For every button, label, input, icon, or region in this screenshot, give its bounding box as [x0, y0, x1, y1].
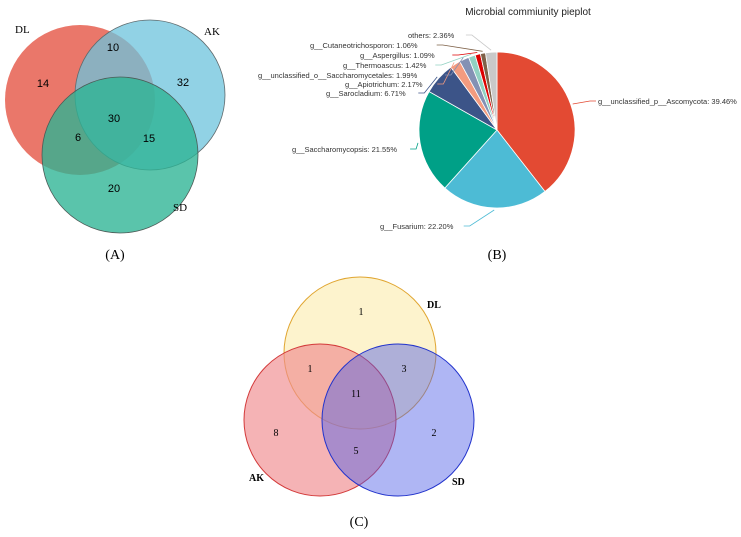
- venn-a-ak-sd: 15: [143, 133, 155, 145]
- pie-leader-line: [436, 44, 483, 52]
- pie-slice-label: g__unclassified_p__Ascomycota: 39.46%: [598, 97, 737, 106]
- pie-leader-line: [452, 52, 478, 56]
- venn-a: DL AK SD 14 32 20 10 6 15 30: [5, 19, 226, 234]
- venn-a-label-sd: SD: [173, 202, 187, 214]
- pie-chart: g__unclassified_p__Ascomycota: 39.46% g__…: [258, 31, 737, 231]
- pie-leader-line: [418, 76, 438, 94]
- venn-a-ak-only: 32: [177, 77, 189, 89]
- pie-leader-line: [463, 209, 495, 227]
- pie-slice: [444, 129, 546, 209]
- pie-leader-line: [437, 62, 455, 85]
- venn-c-circle-sd: [321, 343, 475, 497]
- venn-c-dl-sd: 3: [402, 364, 407, 375]
- pie-slice-label: g__Fusarium: 22.20%: [380, 222, 454, 231]
- pie-slice-label: g__Sarocladium: 6.71%: [326, 89, 406, 98]
- venn-c-all: 11: [351, 389, 361, 400]
- venn-c-circle-ak: [243, 343, 397, 497]
- venn-c-dl-only: 1: [359, 307, 364, 318]
- venn-c-ak-sd: 5: [354, 446, 359, 457]
- venn-c-sd-only: 2: [432, 428, 437, 439]
- venn-c: DL AK SD 1 8 2 1 3 5 11: [243, 276, 475, 497]
- pie-slice-label: g__unclassified_o__Saccharomycetales: 1.…: [258, 71, 418, 80]
- venn-a-all: 30: [108, 113, 120, 125]
- venn-a-sd-only: 20: [108, 183, 120, 195]
- pie-slice-label: g__Aspergillus: 1.09%: [360, 51, 435, 60]
- panel-label-b: (B): [488, 248, 507, 263]
- pie-slice: [418, 91, 498, 189]
- panel-label-a: (A): [105, 248, 125, 263]
- venn-a-circle-sd: [41, 76, 199, 234]
- pie-slice-label: g__Saccharomycopsis: 21.55%: [292, 145, 397, 154]
- pie-slice-label: g__Apiotrichum: 2.17%: [345, 80, 423, 89]
- venn-a-dl-ak: 10: [107, 42, 119, 54]
- pie-leader-line: [465, 34, 492, 51]
- pie-leader-line: [444, 57, 464, 76]
- pie-slice-label: g__Thermoascus: 1.42%: [343, 61, 427, 70]
- pie-slice: [496, 51, 576, 193]
- venn-c-ak-only: 8: [274, 428, 279, 439]
- pie-leader-line: [572, 100, 596, 105]
- pie-leader-line: [435, 53, 472, 66]
- venn-c-label-ak: AK: [249, 473, 264, 484]
- venn-a-label-ak: AK: [204, 26, 220, 38]
- pie-leader-line: [410, 142, 419, 150]
- panel-label-c: (C): [350, 515, 369, 530]
- venn-c-dl-ak: 1: [308, 364, 313, 375]
- pie-slice: [485, 51, 498, 131]
- pie-slice-label: g__Cutaneotrichosporon: 1.06%: [310, 41, 418, 50]
- venn-a-label-dl: DL: [15, 24, 30, 36]
- pie-slice-label: others: 2.36%: [408, 31, 455, 40]
- venn-a-dl-sd: 6: [75, 132, 81, 144]
- venn-a-dl-only: 14: [37, 78, 49, 90]
- venn-c-label-sd: SD: [452, 477, 465, 488]
- venn-c-label-dl: DL: [427, 300, 441, 311]
- pie-title: Microbial commiunity pieplot: [465, 7, 591, 18]
